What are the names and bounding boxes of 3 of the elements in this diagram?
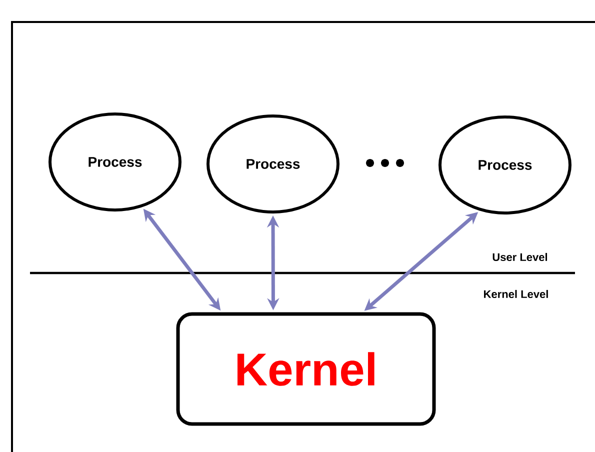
kernel-box: Kernel xyxy=(176,312,436,426)
level-label: User Level xyxy=(492,252,548,262)
level-label: Kernel Level xyxy=(484,290,548,298)
